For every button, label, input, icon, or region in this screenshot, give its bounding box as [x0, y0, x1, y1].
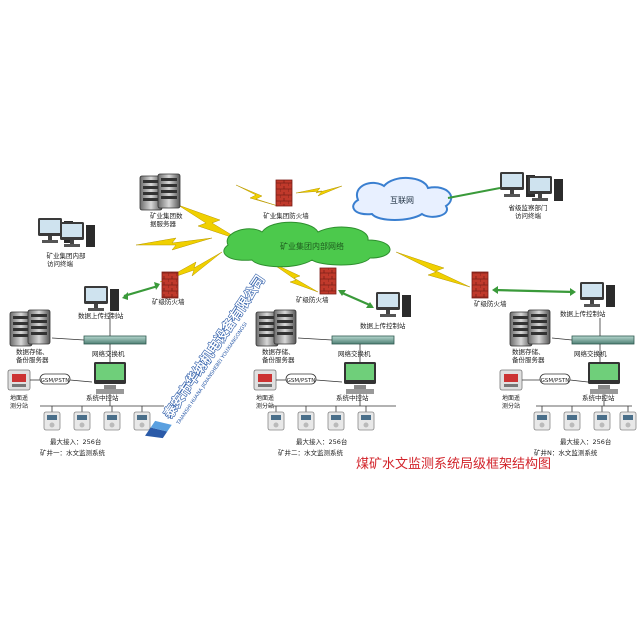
gsm-label: GSM/PSTN [287, 378, 316, 384]
provincial-terminal-label-2: 访问终端 [515, 211, 542, 220]
system-name-label: 矿井二：水文监测系统 [278, 448, 344, 457]
mine-2: 矿级防火墙 数据上传控制站 数据存储、 备份服务器 网络交换机 地面遥 测分站 … [253, 267, 411, 457]
network-switch [83, 335, 147, 345]
diagram-title: 煤矿水文监测系统局级框架结构图 [356, 457, 551, 472]
max-access-label: 最大接入：256台 [296, 437, 347, 446]
company-logo-icon [145, 420, 172, 439]
upload-station-label: 数据上传控制站 [78, 311, 124, 320]
mine-1: 矿级防火墙 数据上传控制站 数据存储、 备份服务器 网络交换机 地面遥 测分站 … [7, 271, 185, 457]
system-name-label: 矿井一：水文监测系统 [40, 448, 106, 457]
storage-server-label-1: 数据存储、 [16, 347, 49, 356]
max-access-label: 最大接入：256台 [50, 437, 101, 446]
group-server-label-1: 矿业集团数 [150, 211, 183, 220]
mine-firewall-icon [319, 267, 337, 295]
provincial-terminal: 省级监察部门 访问终端 [500, 172, 563, 220]
upload-station-label: 数据上传控制站 [560, 309, 606, 318]
ground-station-label-2: 测分站 [502, 402, 520, 410]
group-server-label-2: 据服务器 [150, 219, 177, 228]
ground-station-label-2: 测分站 [256, 402, 274, 410]
storage-server-label-2: 备份服务器 [16, 355, 49, 364]
group-data-server: 矿业集团数 据服务器 [139, 173, 183, 228]
lightning-links [135, 184, 471, 293]
network-switch [331, 335, 395, 345]
group-firewall-label: 矿业集团防火墙 [263, 211, 309, 220]
provincial-terminal-label-1: 省级监察部门 [509, 203, 548, 212]
mine-firewall-icon [161, 271, 179, 299]
mine-firewall-label: 矿级防火墙 [474, 299, 507, 308]
gsm-label: GSM/PSTN [41, 378, 70, 384]
gsm-label: GSM/PSTN [541, 378, 570, 384]
center-station-label: 系统中控站 [336, 393, 369, 402]
mine-firewall-icon [471, 271, 489, 299]
switch-label: 网络交换机 [92, 349, 125, 358]
max-access-label: 最大接入：256台 [560, 437, 611, 446]
mine-n: 矿级防火墙 数据上传控制站 数据存储、 备份服务器 网络交换机 地面遥 测分站 … [471, 271, 637, 457]
storage-server-label-2: 备份服务器 [262, 355, 295, 364]
mine-firewall-label: 矿级防火墙 [296, 295, 329, 304]
ground-station-label-1: 地面遥 [502, 394, 520, 402]
mine-firewall-label: 矿级防火墙 [152, 297, 185, 306]
switch-label: 网络交换机 [338, 349, 371, 358]
group-terminal-label-2: 访问终端 [47, 259, 74, 268]
internet-label: 互联网 [390, 196, 414, 205]
upload-firewall-link [123, 284, 159, 298]
ground-station-label-2: 测分站 [10, 402, 28, 410]
storage-server-label-1: 数据存储、 [262, 347, 295, 356]
internet-cloud: 互联网 [352, 177, 453, 221]
center-station-label: 系统中控站 [582, 393, 615, 402]
ground-station-label-1: 地面遥 [10, 394, 28, 402]
storage-server-label-1: 数据存储、 [512, 347, 545, 356]
group-network-cloud: 矿业集团内部网络 [223, 221, 391, 268]
internet-provincial-arrow [447, 187, 501, 199]
switch-label: 网络交换机 [574, 349, 607, 358]
group-terminal-label-1: 矿业集团内部 [47, 251, 87, 260]
group-internal-terminal: 矿业集团内部 访问终端 [38, 218, 95, 268]
network-switch [571, 335, 635, 345]
group-firewall: 矿业集团防火墙 [263, 179, 309, 220]
storage-server-label-2: 备份服务器 [512, 355, 545, 364]
upload-station-label: 数据上传控制站 [360, 321, 406, 330]
center-station-label: 系统中控站 [86, 393, 119, 402]
ground-station-label-1: 地面遥 [256, 394, 274, 402]
group-network-label: 矿业集团内部网络 [280, 241, 344, 251]
system-name-label: 矿井N：水文监测系统 [534, 448, 598, 457]
